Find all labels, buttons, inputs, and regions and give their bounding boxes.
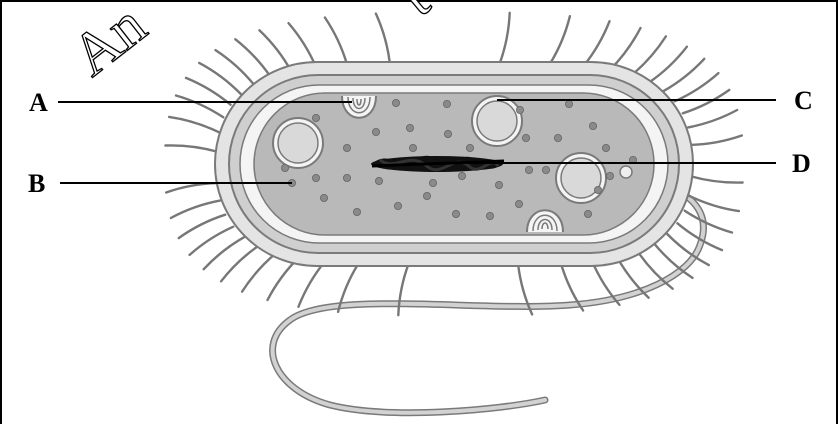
- ribosome: [444, 130, 451, 137]
- pilus: [289, 23, 317, 67]
- ribosome: [312, 114, 319, 121]
- ribosome: [312, 174, 319, 181]
- pilus: [190, 227, 234, 255]
- label-b: B: [28, 169, 45, 198]
- ribosome: [486, 212, 493, 219]
- ribosome: [542, 166, 549, 173]
- pilus: [216, 50, 255, 85]
- pilus: [376, 14, 390, 64]
- pilus: [685, 211, 732, 233]
- ribosome: [281, 164, 288, 171]
- pilus: [500, 13, 510, 64]
- pilus: [166, 183, 217, 192]
- ribosome: [423, 192, 430, 199]
- pilus: [199, 63, 241, 94]
- pilus: [165, 145, 217, 151]
- pilus: [664, 59, 705, 91]
- pilus: [169, 117, 219, 132]
- pilus: [176, 96, 223, 118]
- pilus: [691, 136, 742, 145]
- ribosome: [392, 99, 399, 106]
- inclusion-granule: [556, 153, 606, 203]
- pilus: [583, 21, 609, 66]
- ribosome: [554, 134, 561, 141]
- pilus: [325, 18, 347, 65]
- label-c: C: [794, 86, 813, 115]
- ribosome: [565, 100, 572, 107]
- ribosome: [466, 144, 473, 151]
- ribosome: [495, 181, 502, 188]
- ribosome: [375, 177, 382, 184]
- pilus: [631, 36, 666, 75]
- pilus: [550, 16, 570, 64]
- ribosome: [516, 106, 523, 113]
- ribosome: [606, 172, 613, 179]
- ribosome: [515, 200, 522, 207]
- pilus: [299, 262, 325, 307]
- inclusion-granule: [273, 118, 323, 168]
- pilus: [171, 201, 220, 218]
- ribosome: [343, 174, 350, 181]
- ribosome: [372, 128, 379, 135]
- ribosome: [343, 144, 350, 151]
- ribosome: [320, 194, 327, 201]
- ribosome: [584, 210, 591, 217]
- ribosome: [443, 100, 450, 107]
- pilus: [398, 264, 408, 315]
- ribosome: [353, 208, 360, 215]
- ribosome: [589, 122, 596, 129]
- svg-text:t: t: [386, 0, 441, 28]
- ribosome: [525, 166, 532, 173]
- label-d: D: [792, 149, 811, 178]
- ribosome: [594, 186, 601, 193]
- pilus: [259, 30, 291, 71]
- label-a: A: [29, 88, 48, 117]
- ribosome: [602, 144, 609, 151]
- ribosome: [406, 124, 413, 131]
- inclusion-granule: [472, 96, 522, 146]
- pilus: [691, 176, 743, 182]
- pilus: [204, 237, 245, 269]
- pilus: [688, 110, 737, 127]
- pilus: [675, 73, 719, 101]
- ribosome: [409, 144, 416, 151]
- ribosome: [522, 134, 529, 141]
- basal-body: [620, 166, 632, 178]
- ribosome: [394, 202, 401, 209]
- pilus: [242, 253, 277, 292]
- svg-text:An: An: [59, 0, 157, 88]
- ribosome: [429, 179, 436, 186]
- ribosome: [458, 172, 465, 179]
- ribosome: [452, 210, 459, 217]
